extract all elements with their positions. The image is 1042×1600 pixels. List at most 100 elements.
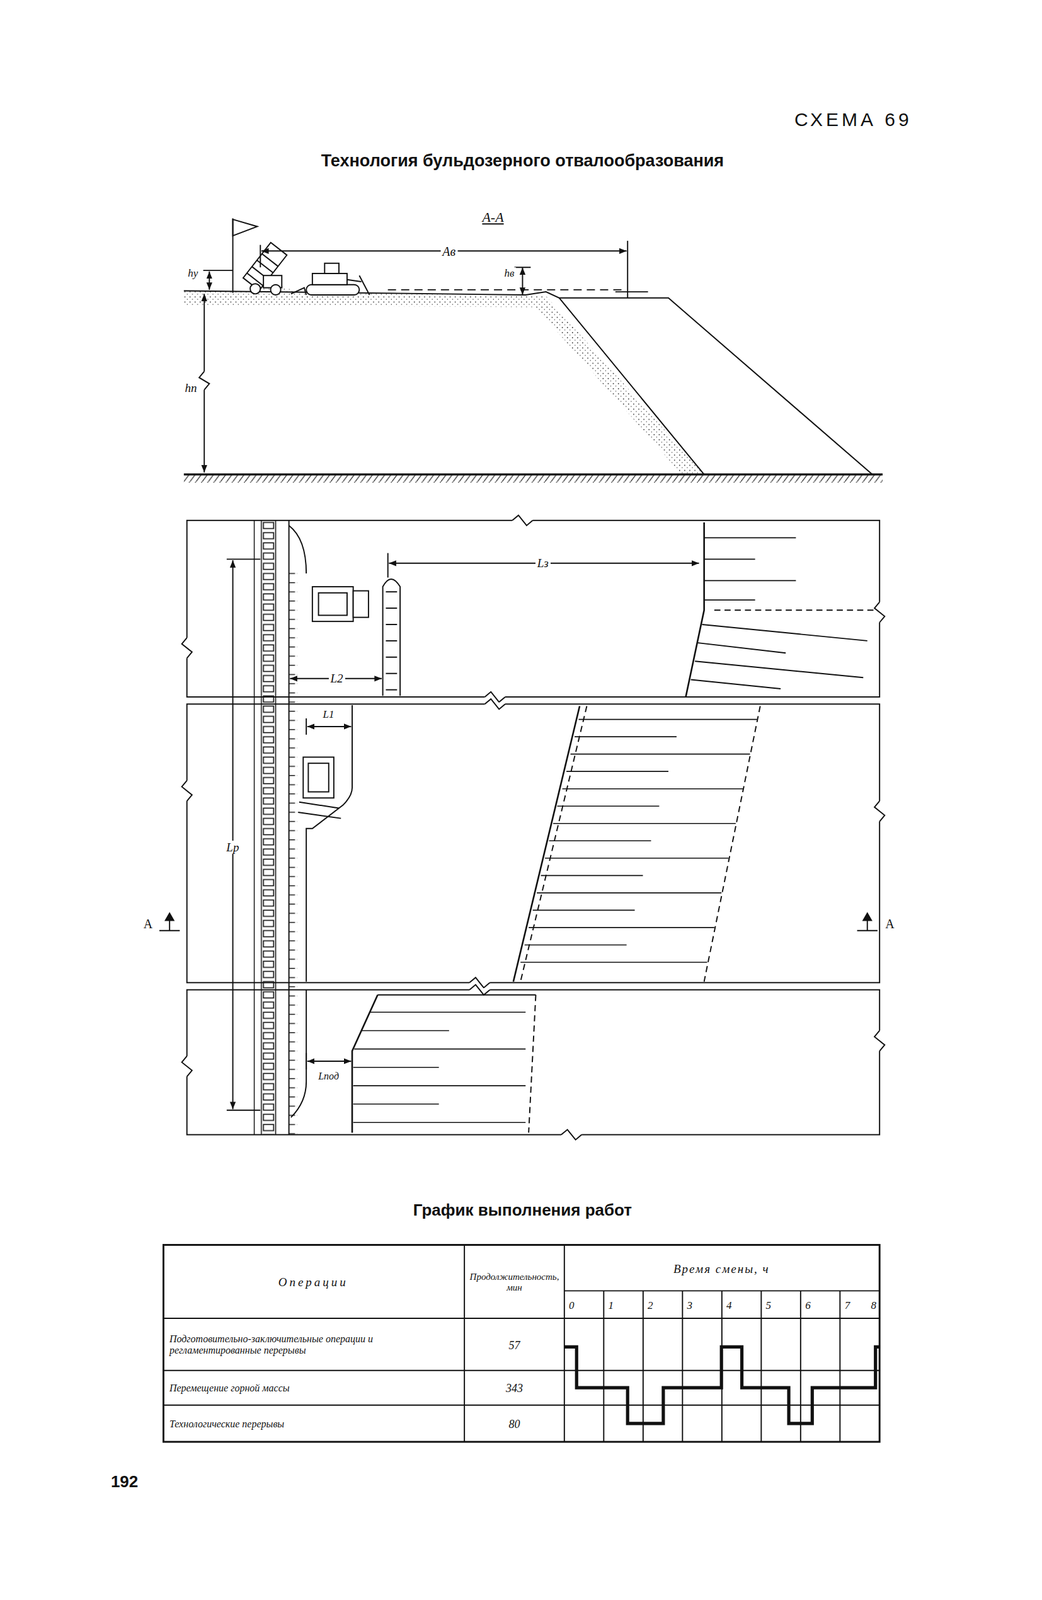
dimension-label: L1 <box>323 708 335 721</box>
drawing-line <box>307 1060 352 1062</box>
drawing-circle <box>270 284 281 295</box>
drawing-path <box>520 706 587 982</box>
drawing-line <box>257 260 274 273</box>
drawing-line <box>353 1066 440 1068</box>
section-label: А-А <box>481 209 504 225</box>
drawing-line <box>163 1404 880 1406</box>
drawing-path <box>291 287 307 295</box>
drawing-line <box>163 1369 880 1371</box>
drawing-line <box>839 1290 841 1442</box>
drawing-line <box>524 944 627 946</box>
drawing-path <box>469 984 490 995</box>
drawing-line <box>208 271 210 290</box>
drawing-line <box>602 1290 605 1442</box>
hour-number: 4 <box>726 1299 733 1312</box>
drawing-line <box>570 753 751 755</box>
hour-number: 5 <box>766 1299 772 1312</box>
drawing-line <box>385 623 397 625</box>
drawing-line <box>704 558 756 560</box>
drawing-line <box>259 245 261 268</box>
drawing-line <box>387 553 389 578</box>
drawing-line <box>203 389 205 473</box>
drawing-rect <box>289 571 298 1135</box>
drawing-line <box>385 590 397 593</box>
drawing-path <box>306 704 353 982</box>
drawing-g <box>353 1011 527 1123</box>
section-mark: А <box>143 916 153 932</box>
drawing-path <box>513 706 580 982</box>
drawing-path <box>183 290 705 474</box>
drawing-path <box>863 912 872 920</box>
dimension-label: Aв <box>440 243 458 259</box>
hour-number: 0 <box>568 1299 575 1312</box>
drawing-path <box>559 297 873 475</box>
drawing-line <box>353 1103 440 1105</box>
drawing-line <box>385 607 397 609</box>
drawing-path <box>485 698 506 709</box>
drawing-path <box>377 994 536 996</box>
drawing-path <box>199 371 210 390</box>
drawing-line <box>520 961 707 963</box>
drawing-rect <box>306 284 360 295</box>
drawing-path <box>297 812 341 819</box>
table-header: Время смены, ч <box>673 1261 770 1276</box>
drawing-line <box>232 560 234 1109</box>
drawing-line <box>163 1317 880 1319</box>
drawing-path <box>233 219 258 236</box>
scheme-number: СХЕМА 69 <box>794 108 913 131</box>
drawing-line <box>578 718 757 721</box>
drawing-line <box>226 1109 261 1111</box>
page-title: Технология бульдозерного отвалообразован… <box>321 151 724 171</box>
drawing-line <box>691 679 781 689</box>
drawing-rect <box>312 273 348 285</box>
dimension-label: L2 <box>328 671 346 686</box>
drawing-line <box>615 291 649 293</box>
drawing-path <box>704 706 761 982</box>
drawing-rect <box>303 756 334 798</box>
drawing-path <box>291 989 307 1117</box>
drawing-line <box>553 822 736 825</box>
drawing-line <box>203 293 205 372</box>
hour-number: 8 <box>870 1299 877 1312</box>
drawing-rect <box>312 586 354 622</box>
table-cell: Подготовительно-заключительные операции … <box>169 1332 463 1356</box>
drawing-line <box>203 269 234 271</box>
table-header: Операции <box>278 1275 349 1289</box>
drawing-line <box>463 1244 465 1442</box>
drawing-line <box>704 579 797 581</box>
drawing-line <box>574 735 677 738</box>
dimension-label: Lр <box>224 840 241 855</box>
drawing-path <box>388 289 625 291</box>
drawing-line <box>226 558 261 560</box>
drawing-rect <box>324 263 339 274</box>
hour-number: 2 <box>647 1299 654 1312</box>
drawing-line <box>532 909 636 911</box>
drawing-path <box>874 601 885 622</box>
drawing-path <box>512 515 533 526</box>
drawing-line <box>353 1121 527 1123</box>
drawing-line <box>701 624 867 641</box>
drawing-rect <box>308 762 329 792</box>
drawing-path <box>714 609 876 611</box>
drawing-line <box>541 875 644 877</box>
dimension-label: hп <box>184 381 197 396</box>
dimension-label: Lз <box>535 556 551 571</box>
table-cell: 57 <box>509 1338 521 1352</box>
drawing-rect <box>183 474 883 483</box>
drawing-line <box>307 725 352 728</box>
plan-view <box>159 515 885 1140</box>
hour-number: 6 <box>805 1299 811 1312</box>
drawing-line <box>626 240 629 298</box>
schedule-table <box>163 1244 880 1442</box>
drawing-line <box>528 926 715 928</box>
drawing-rect <box>243 242 287 291</box>
drawing-path <box>485 691 506 702</box>
drawing-line <box>262 253 279 267</box>
drawing-line <box>549 839 652 842</box>
page-number: 192 <box>110 1472 138 1492</box>
drawing-path <box>359 275 370 295</box>
drawing-line <box>521 267 523 295</box>
drawing-line <box>562 788 744 790</box>
hour-number: 3 <box>687 1299 693 1312</box>
